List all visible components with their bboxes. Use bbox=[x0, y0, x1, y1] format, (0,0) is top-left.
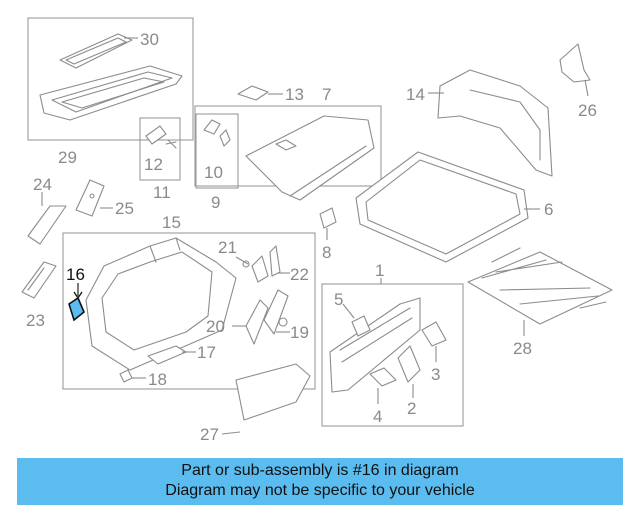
callout-5: 5 bbox=[334, 290, 343, 309]
leader-27 bbox=[221, 431, 241, 435]
part-18-clip bbox=[119, 369, 133, 383]
group-box-1 bbox=[321, 283, 464, 427]
leader-16-arrow bbox=[73, 291, 83, 300]
callout-14: 14 bbox=[406, 85, 425, 104]
callout-10: 10 bbox=[204, 163, 223, 182]
callout-13: 13 bbox=[285, 85, 304, 104]
part-10-hook bbox=[203, 119, 231, 147]
callout-25: 25 bbox=[115, 199, 134, 218]
part-2-4-brackets bbox=[369, 321, 447, 387]
group-box-11 bbox=[139, 117, 181, 181]
banner-line-1: Part or sub-assembly is #16 in diagram bbox=[181, 462, 459, 479]
part-19-20-brackets bbox=[245, 289, 289, 345]
part-6-trunk-mat bbox=[355, 151, 529, 263]
callout-1: 1 bbox=[375, 261, 384, 280]
callout-29: 29 bbox=[58, 148, 77, 167]
callout-18: 18 bbox=[148, 370, 167, 389]
part-28-cargo-net bbox=[467, 247, 613, 325]
callout-3: 3 bbox=[431, 365, 440, 384]
callout-2: 2 bbox=[407, 399, 416, 418]
callout-9: 9 bbox=[211, 193, 220, 212]
group-box-9 bbox=[195, 113, 239, 189]
callout-21: 21 bbox=[218, 238, 237, 257]
leader-21 bbox=[235, 256, 249, 265]
callout-26: 26 bbox=[578, 101, 597, 120]
callout-17: 17 bbox=[197, 343, 216, 362]
part-30-speaker-cover bbox=[59, 33, 133, 69]
callout-22: 22 bbox=[290, 265, 309, 284]
callout-4: 4 bbox=[373, 407, 382, 426]
part-23-lamp bbox=[21, 261, 57, 299]
part-13-clip bbox=[237, 85, 269, 101]
group-box-15 bbox=[62, 232, 316, 390]
part-16-highlighted bbox=[68, 296, 85, 322]
part-29-parcel-shelf bbox=[39, 65, 183, 121]
part-8-clip bbox=[319, 207, 337, 229]
callout-27: 27 bbox=[200, 425, 219, 444]
callout-28: 28 bbox=[513, 339, 532, 358]
part-21-22-fasteners bbox=[242, 245, 281, 283]
part-7-trunk-cover bbox=[245, 115, 375, 201]
part-1-sill-plate bbox=[329, 297, 421, 393]
callout-6: 6 bbox=[544, 200, 553, 219]
callout-7: 7 bbox=[322, 85, 331, 104]
callout-20: 20 bbox=[206, 317, 225, 336]
callout-11: 11 bbox=[153, 183, 171, 202]
part-14-quarter-trim bbox=[437, 69, 553, 177]
part-27-sill bbox=[235, 363, 311, 421]
callout-19: 19 bbox=[290, 323, 309, 342]
callout-12: 12 bbox=[144, 155, 163, 174]
banner-line-2: Diagram may not be specific to your vehi… bbox=[165, 482, 475, 499]
leader-26 bbox=[584, 79, 589, 97]
leader-5 bbox=[342, 303, 355, 319]
callout-15: 15 bbox=[162, 213, 181, 232]
callout-16: 16 bbox=[66, 265, 85, 284]
part-25-cover bbox=[75, 179, 105, 217]
group-box-29 bbox=[27, 17, 194, 141]
callout-30: 30 bbox=[140, 30, 159, 49]
info-banner: Part or sub-assembly is #16 in diagram D… bbox=[17, 458, 623, 505]
part-12-bracket bbox=[145, 125, 177, 149]
part-26-bracket bbox=[559, 43, 591, 83]
callout-24: 24 bbox=[33, 175, 52, 194]
callout-23: 23 bbox=[26, 311, 45, 330]
callout-8: 8 bbox=[322, 243, 331, 262]
part-5-clip bbox=[351, 315, 371, 337]
part-24-panel bbox=[27, 205, 67, 245]
